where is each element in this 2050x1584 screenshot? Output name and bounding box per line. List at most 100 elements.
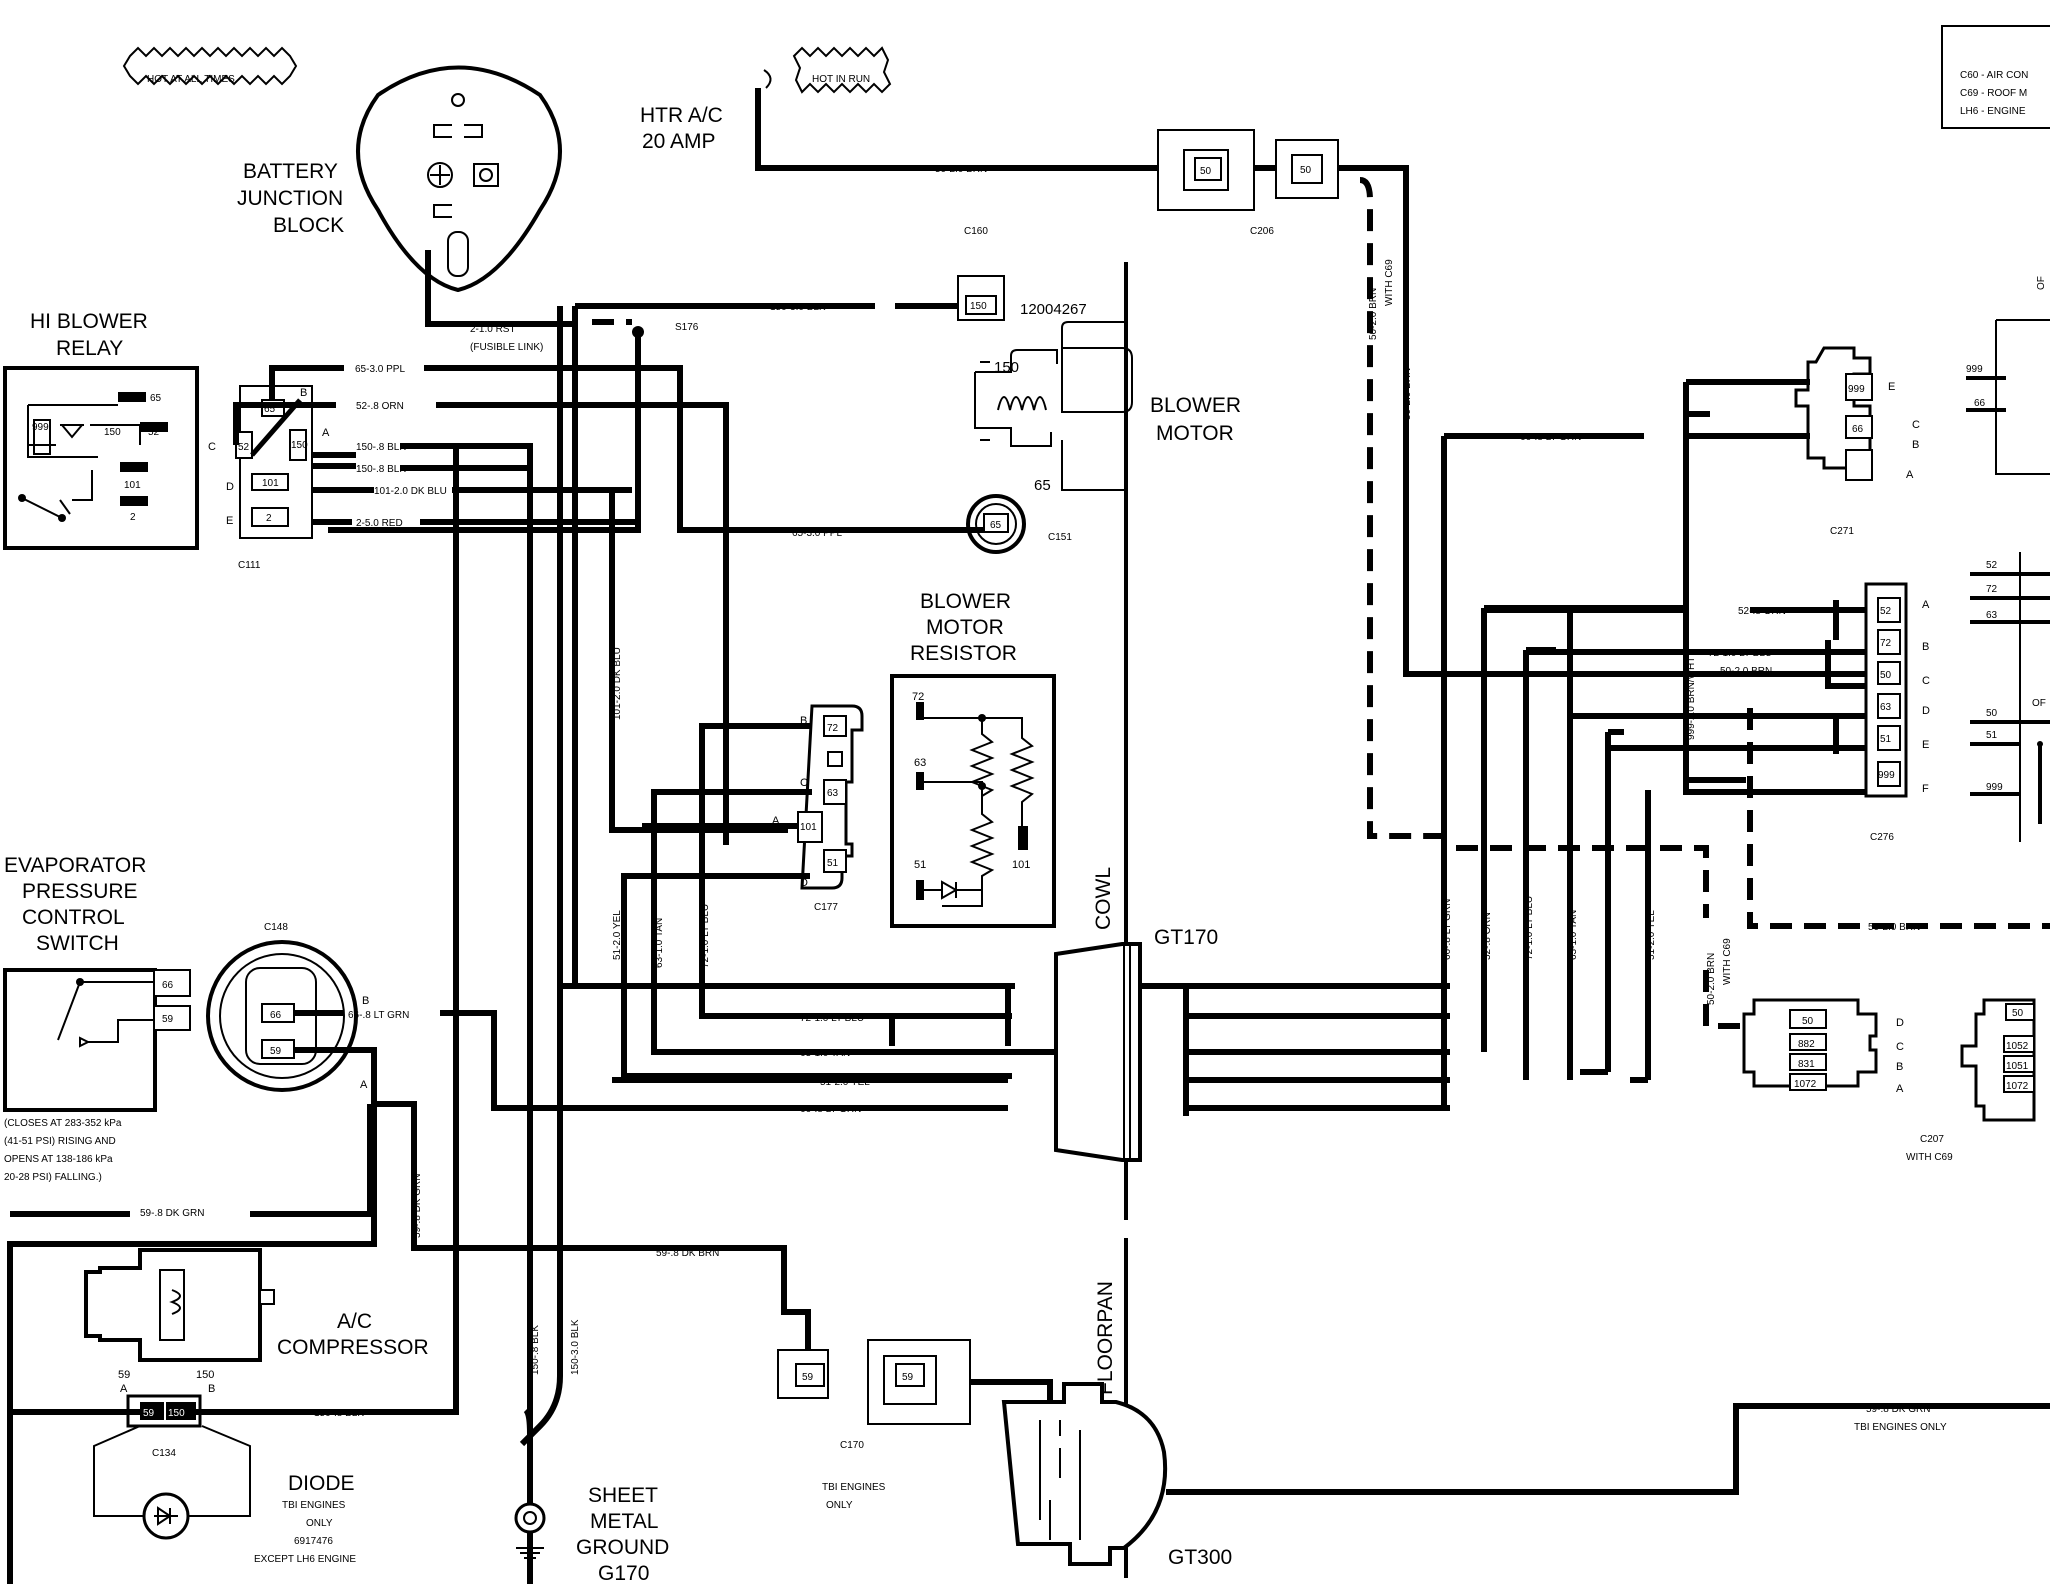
relay-pin-label: 52	[148, 427, 160, 438]
wire-label: 999-2.0 BRN/WHT	[1686, 657, 1697, 740]
evaporator-pressure-switch: EVAPORATOR PRESSURE CONTROL SWITCH 66 59…	[3, 854, 191, 1183]
wire-label: 66-.8 LT GRN	[1520, 432, 1581, 443]
connector-c271: 999 66 E C B A C271	[1794, 346, 1920, 537]
pin-label: 999	[1986, 782, 2003, 793]
pin-label: 1051	[2006, 1061, 2029, 1072]
pin-label: 72	[827, 723, 839, 734]
evap-note: OPENS AT 138-186 kPa	[4, 1154, 113, 1165]
pin-label: 50	[1300, 165, 1312, 176]
c177-label: C177	[814, 902, 838, 913]
evap-note: (CLOSES AT 283-352 kPa	[4, 1118, 122, 1129]
diode: DIODE TBI ENGINES ONLY 6917476 EXCEPT LH…	[93, 1425, 356, 1565]
pin-label: 72	[1880, 638, 1892, 649]
pin-label: 59	[162, 1014, 174, 1025]
wire-label: 52-.8 ORN	[1482, 912, 1493, 960]
htr-ac-fuse: HTR A/C 20 AMP	[640, 69, 1008, 171]
pin-label: 101	[800, 822, 817, 833]
c276-label: C276	[1870, 832, 1894, 843]
pin-label: 66	[162, 980, 174, 991]
part-number: 12004267	[1020, 301, 1087, 318]
pin-letter: A	[1896, 1083, 1904, 1095]
pin-letter: B	[208, 1383, 215, 1395]
pin-label: OF	[2036, 276, 2047, 290]
wire-label: (FUSIBLE LINK)	[470, 342, 543, 353]
wire-label: 51-2.0 YEL	[1646, 910, 1657, 960]
wire-label: 59-.8 DK GRN	[1866, 1404, 1930, 1415]
pin-label: 72	[1986, 584, 1998, 595]
wire-label: 66-.8 LT GRN	[348, 1010, 409, 1021]
c271-label: C271	[1830, 526, 1854, 537]
wire-label: 65-3.0 PPL	[792, 528, 842, 539]
wire-label: 51-2.0 YEL	[612, 910, 623, 960]
cowl-label: COWL	[1092, 867, 1115, 930]
wire-label: 66-.8 LT GRN	[800, 1104, 861, 1115]
wire-label: 63-1.0 TAN	[654, 918, 665, 968]
wire-label: 59-.8 DK BRN	[656, 1248, 719, 1259]
pin-label: 66	[1852, 424, 1864, 435]
hot-in-run-note: HOT IN RUN	[792, 46, 892, 94]
ground-label: G170	[598, 1562, 649, 1584]
pin-label: 882	[1798, 1039, 1815, 1050]
gt170-label: GT170	[1154, 926, 1218, 949]
pin-letter: B	[1896, 1061, 1903, 1073]
legend-box: C60 - AIR CON C69 - ROOF M LH6 - ENGINE	[1941, 25, 2050, 129]
pin-label: 51	[827, 858, 839, 869]
wire-label: 150-3.0 BLK	[770, 302, 826, 313]
motor-pin: 150	[994, 359, 1019, 376]
pin-letter: E	[1888, 381, 1895, 393]
diode-label: TBI ENGINES	[282, 1500, 346, 1511]
evap-label: EVAPORATOR	[4, 854, 146, 877]
wire-label: 101-2.0 DK BLU	[612, 647, 623, 720]
splice-label: S176	[675, 322, 699, 333]
connector-c177: 72 63 101 51 B C A D C177	[772, 704, 864, 913]
pin-label: 51	[1880, 734, 1892, 745]
wire-label: 150-.8 BLK	[530, 1325, 541, 1375]
pin-letter: B	[300, 387, 307, 399]
c160-label: C160	[964, 226, 988, 237]
compressor-label: A/C	[337, 1310, 372, 1333]
floorpan-label: FLOORPAN	[1094, 1281, 1117, 1395]
pin-letter: E	[226, 515, 233, 527]
wire-label: 101-2.0 DK BLU	[374, 486, 447, 497]
wire-label: 150-.8 BLK	[314, 1408, 364, 1419]
evap-label: CONTROL	[22, 906, 125, 929]
relay-label: HI BLOWER	[30, 310, 148, 333]
resistor-label: MOTOR	[926, 616, 1004, 639]
wire-label: 150-.8 BLK	[356, 442, 406, 453]
pin-letter: C	[1922, 675, 1930, 687]
ground-label: METAL	[590, 1510, 658, 1533]
connector-c170: 59 59 C170 TBI ENGINES ONLY	[777, 1339, 971, 1511]
connector-gt300: GT300	[1001, 1382, 1232, 1569]
pin-letter: D	[226, 481, 234, 493]
c170-label: C170	[840, 1440, 864, 1451]
wire-label: 51-2.0 YEL	[820, 1077, 870, 1088]
wire-label: 50-2.0 BRN	[935, 164, 987, 175]
connector-c276: 52 72 50 63 51 999 A B C D E F C276	[1864, 582, 1930, 843]
wire-label: 50-2.0 BRN	[1368, 288, 1379, 340]
relay-pin-label: 2	[130, 512, 136, 523]
resistor-label: RESISTOR	[910, 642, 1017, 665]
ac-compressor: A/C COMPRESSOR 59 150 A B	[84, 1248, 429, 1395]
pin-label: 59	[270, 1046, 282, 1057]
c151-label: C151	[1048, 532, 1072, 543]
pin-label: 150	[196, 1369, 214, 1381]
motor-pin: 65	[1034, 477, 1051, 494]
pin-label: 52	[1986, 560, 1998, 571]
pin-letter: C	[1896, 1041, 1904, 1053]
pin-label: 831	[1798, 1059, 1815, 1070]
pin-label: 65	[990, 520, 1002, 531]
relay-pin-label: 999	[32, 422, 49, 433]
diode-label: EXCEPT LH6 ENGINE	[254, 1554, 356, 1565]
pin-letter: D	[800, 877, 808, 889]
c111-label: C111	[238, 560, 261, 571]
wire-label: 50-2.0 BRN	[1402, 368, 1413, 420]
pin-label: 66	[1974, 398, 1986, 409]
pin-label: 52	[1880, 606, 1892, 617]
pin-label: 999	[1878, 770, 1895, 781]
pin-letter: A	[120, 1383, 128, 1395]
pin-label: 1072	[2006, 1081, 2029, 1092]
pin-label: 1052	[2006, 1041, 2029, 1052]
wire-label: 66-.8 LT GRN	[1442, 899, 1453, 960]
tbi-note: ONLY	[826, 1500, 853, 1511]
